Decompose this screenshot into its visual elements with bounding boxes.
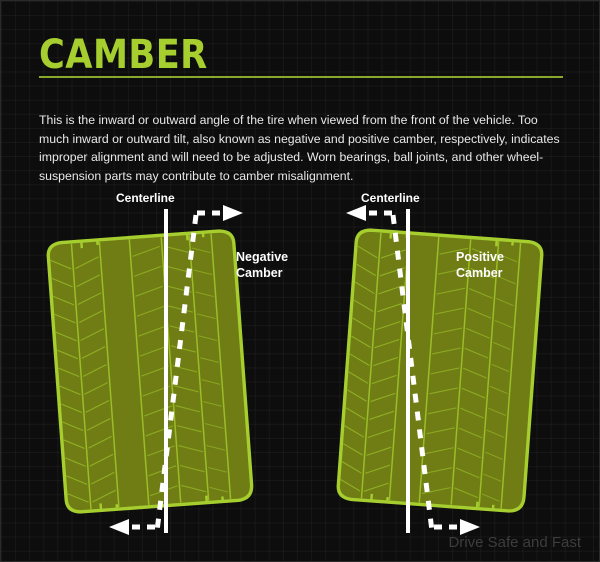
centerline-label-positive: Centerline (361, 191, 420, 205)
diagram-positive-camber: Centerline (311, 191, 581, 541)
camber-label-positive-line1: Positive (456, 250, 504, 264)
diagram-negative-camber: Centerline (21, 191, 291, 541)
positive-camber-illustration (336, 205, 544, 535)
camber-label-negative-line2: Camber (236, 266, 283, 280)
negative-camber-illustration (46, 205, 254, 535)
description-text: This is the inward or outward angle of t… (39, 111, 569, 185)
camber-label-negative-line1: Negative (236, 250, 289, 264)
tire-positive (336, 228, 544, 513)
title-divider (39, 76, 563, 78)
watermark-text: Drive Safe and Fast (448, 534, 581, 551)
centerline-positive (406, 209, 410, 533)
camber-label-positive-line2: Camber (456, 266, 503, 280)
tilt-axis-positive (346, 205, 480, 535)
tilt-axis-negative (109, 205, 243, 535)
camber-label-negative: Negative Camber (236, 249, 288, 281)
description-paragraph: This is the inward or outward angle of t… (39, 113, 560, 183)
centerline-label-negative: Centerline (116, 191, 175, 205)
page-title: CAMBER (39, 32, 208, 78)
centerline-negative (164, 209, 168, 533)
tire-negative (46, 229, 254, 514)
camber-label-positive: Positive Camber (456, 249, 504, 281)
